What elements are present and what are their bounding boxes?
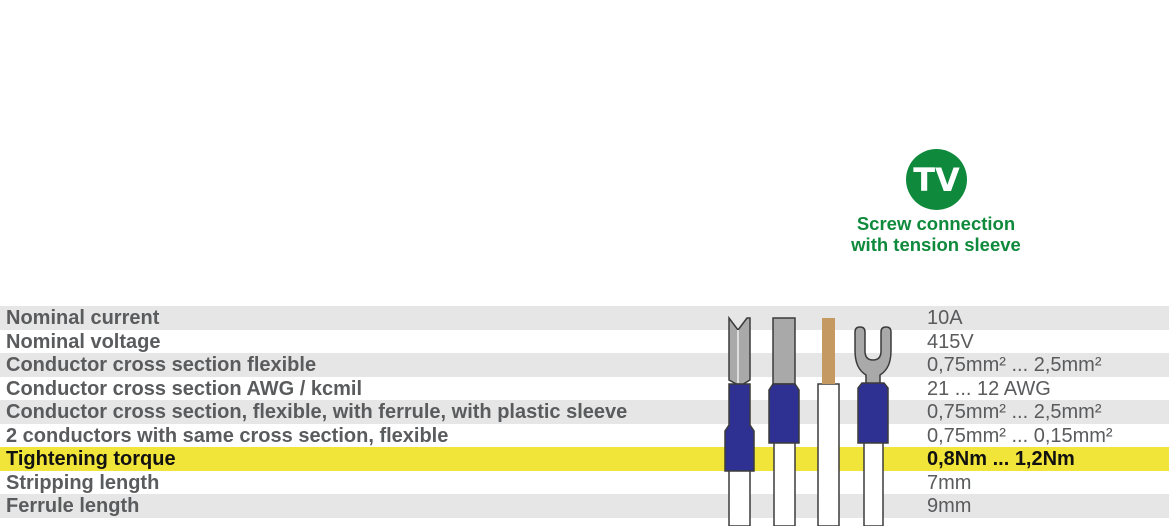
spec-label: 2 conductors with same cross section, fl… bbox=[6, 424, 449, 447]
single-ferrule-icon bbox=[768, 317, 800, 526]
spec-label: Stripping length bbox=[6, 471, 160, 494]
spec-row-cross-section-flexible: Conductor cross section flexible 0,75mm²… bbox=[0, 353, 1169, 377]
spec-label: Conductor cross section AWG / kcmil bbox=[6, 377, 362, 400]
spec-value: 10A bbox=[927, 307, 963, 329]
spec-label: Ferrule length bbox=[6, 495, 140, 517]
spec-value: 9mm bbox=[927, 495, 972, 517]
spec-row-cross-section-awg: Conductor cross section AWG / kcmil 21 .… bbox=[0, 377, 1169, 401]
caption-line-2: with tension sleeve bbox=[851, 234, 1021, 255]
spec-value: 0,75mm² ... 2,5mm² bbox=[927, 354, 1102, 376]
spec-row-tightening-torque: Tightening torque 0,8Nm ... 1,2Nm bbox=[0, 447, 1169, 471]
spec-value: 0,75mm² ... 2,5mm² bbox=[927, 401, 1102, 423]
spec-value: 0,8Nm ... 1,2Nm bbox=[927, 448, 1075, 470]
spec-row-nominal-current: Nominal current 10A bbox=[0, 306, 1169, 330]
spec-row-stripping-length: Stripping length 7mm bbox=[0, 471, 1169, 495]
spec-label: Nominal voltage bbox=[6, 330, 161, 353]
spec-value: 0,75mm² ... 0,15mm² bbox=[927, 424, 1113, 447]
spec-label: Conductor cross section, flexible, with … bbox=[6, 401, 628, 423]
spec-row-nominal-voltage: Nominal voltage 415V bbox=[0, 330, 1169, 354]
spec-value: 21 ... 12 AWG bbox=[927, 377, 1051, 400]
connection-type-badge: TV bbox=[906, 149, 967, 210]
spec-label: Conductor cross section flexible bbox=[6, 354, 317, 376]
connection-type-caption: Screw connection with tension sleeve bbox=[826, 213, 1046, 255]
spec-row-two-conductors: 2 conductors with same cross section, fl… bbox=[0, 424, 1169, 448]
spec-table: Nominal current 10A Nominal voltage 415V… bbox=[0, 306, 1169, 518]
spec-value: 7mm bbox=[927, 471, 972, 494]
spec-row-ferrule-length: Ferrule length 9mm bbox=[0, 494, 1169, 518]
conductor-types-illustration bbox=[724, 315, 892, 526]
twin-ferrule-icon bbox=[724, 315, 755, 526]
spec-label: Tightening torque bbox=[6, 448, 176, 470]
spec-label: Nominal current bbox=[6, 307, 160, 329]
spec-row-cross-section-ferrule: Conductor cross section, flexible, with … bbox=[0, 400, 1169, 424]
caption-line-1: Screw connection bbox=[856, 213, 1016, 234]
fork-terminal-icon bbox=[854, 326, 892, 526]
stripped-wire-icon bbox=[817, 318, 840, 526]
spec-value: 415V bbox=[927, 330, 974, 353]
